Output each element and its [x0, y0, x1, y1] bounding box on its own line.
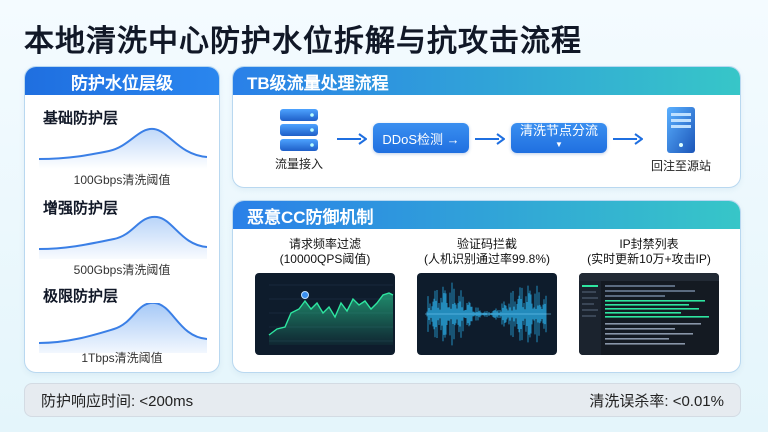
tier-threshold: 500Gbps清洗阈值 [73, 263, 171, 277]
tier-threshold: 1Tbps清洗阈值 [81, 351, 163, 365]
tier-name: 极限防护层 [43, 288, 119, 305]
arrow-right-icon [337, 133, 367, 145]
cc-defense-panel: 恶意CC防御机制 请求频率过滤 (10000QPS阈值) 验证码拦截 (人机识别… [232, 200, 741, 373]
tier-enhanced-wave [39, 215, 207, 259]
cc-item-ip-ban: IP封禁列表 (实时更新10万+攻击IP) [579, 237, 719, 267]
scrubbing-node-label: 清洗节点分流 [519, 123, 598, 138]
false-positive-stat: 清洗误杀率: <0.01% [589, 392, 724, 410]
tier-basic-wave [39, 127, 207, 169]
page-title: 本地清洗中心防护水位拆解与抗攻击流程 [24, 25, 582, 58]
arrow-right-icon [613, 133, 643, 145]
chevron-down-icon: ▼ [555, 140, 563, 149]
cc-item-title: 验证码拦截 [456, 237, 517, 251]
cc-item-title: IP封禁列表 [619, 237, 679, 251]
tier-extreme-wave [39, 303, 207, 353]
ip-ban-console-thumbnail [579, 273, 719, 355]
tier-threshold: 100Gbps清洗阈值 [73, 173, 171, 187]
origin-label: 回注至源站 [650, 159, 711, 173]
tier-basic: 基础防护层 100Gbps清洗阈值 [25, 103, 219, 191]
ddos-detection-step[interactable]: DDoS检测 → [373, 123, 469, 153]
server-tower-icon [667, 107, 695, 153]
protection-tiers-panel: 防护水位层级 基础防护层 100Gbps清洗阈值 增强防护层 500Gbps清洗… [24, 66, 220, 373]
cc-item-detail: (人机识别通过率99.8%) [423, 252, 551, 266]
tier-name: 基础防护层 [43, 110, 119, 127]
cc-item-title: 请求频率过滤 [288, 237, 361, 251]
cc-item-detail: (实时更新10万+攻击IP) [587, 252, 711, 266]
stats-footer: 防护响应时间: <200ms 清洗误杀率: <0.01% [24, 383, 741, 417]
cc-panel-header: 恶意CC防御机制 [233, 201, 740, 229]
rate-chart-thumbnail [255, 273, 395, 355]
scrubbing-node-step[interactable]: 清洗节点分流 ▼ [511, 123, 607, 153]
server-stack-icon [280, 109, 318, 151]
ingress-node: 流量接入 [263, 105, 335, 172]
cc-item-rate-filter: 请求频率过滤 (10000QPS阈值) [255, 237, 395, 267]
cc-item-detail: (10000QPS阈值) [279, 252, 371, 266]
tier-name: 增强防护层 [43, 200, 119, 217]
captcha-waveform-thumbnail [417, 273, 557, 355]
origin-node: 回注至源站 [641, 105, 721, 174]
arrow-right-icon [475, 133, 505, 145]
flow-panel-header: TB级流量处理流程 [233, 67, 740, 95]
flow-panel: TB级流量处理流程 流量接入 DDoS检测 → 清洗节点分流 ▼ 回注至源站 [232, 66, 741, 188]
ingress-label: 流量接入 [274, 157, 323, 171]
tier-enhanced: 增强防护层 500Gbps清洗阈值 [25, 193, 219, 281]
tier-extreme: 极限防护层 1Tbps清洗阈值 [25, 281, 219, 369]
cc-item-captcha: 验证码拦截 (人机识别通过率99.8%) [417, 237, 557, 267]
tiers-panel-header: 防护水位层级 [25, 67, 219, 95]
response-time-stat: 防护响应时间: <200ms [41, 392, 194, 410]
